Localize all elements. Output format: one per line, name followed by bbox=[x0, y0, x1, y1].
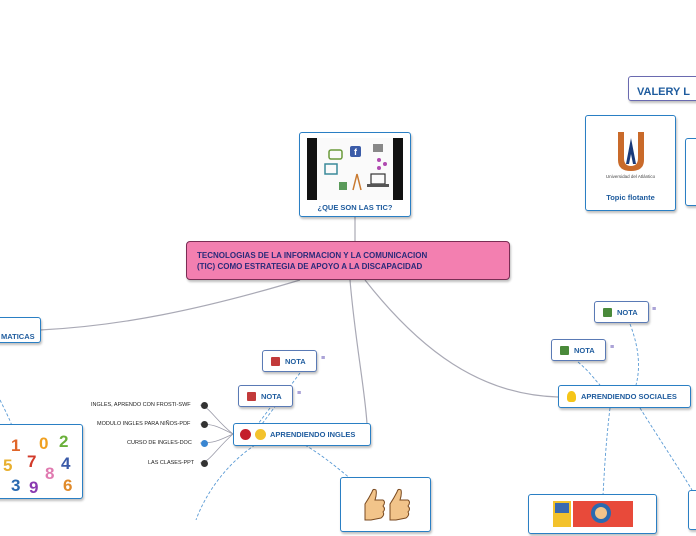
ingles-label: APRENDIENDO INGLES bbox=[270, 430, 356, 439]
central-title-line2: (TIC) COMO ESTRATEGIA DE APOYO A LA DISC… bbox=[197, 262, 423, 271]
university-topic[interactable]: Universidad del Atlántico Topic flotante bbox=[585, 115, 676, 211]
sociales-image bbox=[553, 501, 633, 527]
sociales-nota-1[interactable]: NOTA bbox=[594, 301, 649, 323]
edge-ingles-image bbox=[304, 444, 366, 491]
svg-text:2: 2 bbox=[59, 432, 68, 451]
svg-text:3: 3 bbox=[11, 476, 20, 495]
edge-central-sociales bbox=[364, 279, 559, 398]
ingles-item-1[interactable]: INGLES, APRENDO CON FROSTI-SWF bbox=[91, 402, 191, 408]
svg-text:1: 1 bbox=[11, 436, 20, 455]
ingles-nota-2[interactable]: NOTA bbox=[238, 385, 293, 407]
notes-menu-icon[interactable]: ≡ bbox=[652, 306, 657, 313]
notes-menu-icon[interactable]: ≡ bbox=[610, 344, 615, 351]
edge-sociales-nota2 bbox=[577, 361, 601, 386]
lightbulb-icon bbox=[567, 391, 576, 402]
sociales-image-topic[interactable] bbox=[528, 494, 657, 534]
aprendiendo-sociales-topic[interactable]: APRENDIENDO SOCIALES bbox=[558, 385, 691, 408]
sociales-nota-2-label: NOTA bbox=[574, 345, 595, 355]
university-logo-text: Universidad del Atlántico bbox=[605, 174, 656, 179]
notes-menu-icon[interactable]: ≡ bbox=[297, 390, 302, 397]
ingles-nota-1-label: NOTA bbox=[285, 356, 306, 366]
books-icon bbox=[560, 345, 569, 355]
sociales-nota-1-label: NOTA bbox=[617, 307, 638, 317]
ingles-nota-1[interactable]: NOTA bbox=[262, 350, 317, 372]
edge-ingles-down bbox=[195, 444, 256, 520]
valery-topic[interactable]: VALERY L bbox=[628, 76, 696, 101]
right-bottom-cut-topic[interactable] bbox=[688, 490, 696, 530]
edge-item-1 bbox=[199, 404, 234, 435]
svg-text:0: 0 bbox=[39, 434, 48, 453]
edge-sociales-right bbox=[639, 407, 693, 491]
globe-icon[interactable] bbox=[201, 402, 208, 409]
notes-menu-icon[interactable]: ≡ bbox=[321, 355, 326, 362]
svg-text:7: 7 bbox=[27, 452, 36, 471]
tic-image-topic[interactable]: f ¿QUE SON LAS TIC? bbox=[299, 132, 411, 217]
svg-text:9: 9 bbox=[29, 478, 38, 495]
tic-image: f bbox=[307, 138, 403, 200]
thumbs-up-image-topic[interactable] bbox=[340, 477, 431, 532]
svg-text:6: 6 bbox=[63, 476, 72, 495]
svg-text:8: 8 bbox=[45, 464, 54, 483]
ingles-item-3[interactable]: CURSO DE INGLES-DOC bbox=[127, 440, 192, 446]
flag-icon bbox=[240, 429, 251, 440]
left-branch-label: MATICAS bbox=[1, 332, 35, 341]
globe-icon[interactable] bbox=[201, 440, 208, 447]
university-topic-label: Topic flotante bbox=[606, 193, 655, 202]
edge-sociales-image bbox=[602, 407, 611, 496]
edge-sociales-nota1 bbox=[629, 323, 639, 386]
thumbs-up-image bbox=[364, 488, 410, 521]
edge-central-left bbox=[39, 279, 301, 331]
tic-topic-label: ¿QUE SON LAS TIC? bbox=[317, 203, 393, 212]
book-icon bbox=[247, 391, 256, 401]
edge-ingles-nota2 bbox=[257, 407, 271, 425]
svg-text:5: 5 bbox=[3, 456, 12, 475]
university-logo bbox=[586, 130, 675, 172]
edge-numbers-top bbox=[0, 399, 13, 427]
aprendiendo-ingles-topic[interactable]: APRENDIENDO INGLES bbox=[233, 423, 371, 446]
right-cut-topic[interactable] bbox=[685, 138, 696, 206]
central-title-line1: TECNOLOGIAS DE LA INFORMACION Y LA COMUN… bbox=[197, 251, 428, 260]
book-icon bbox=[271, 356, 280, 366]
edge-item-4 bbox=[199, 433, 234, 464]
sociales-nota-2[interactable]: NOTA bbox=[551, 339, 606, 361]
smiley-icon bbox=[255, 429, 266, 440]
books-icon bbox=[603, 307, 612, 317]
ingles-item-2[interactable]: MODULO INGLES PARA NIÑOS-PDF bbox=[97, 421, 191, 427]
globe-icon[interactable] bbox=[201, 421, 208, 428]
ingles-nota-2-label: NOTA bbox=[261, 391, 282, 401]
svg-text:4: 4 bbox=[61, 454, 71, 473]
ingles-item-4[interactable]: LAS CLASES-PPT bbox=[148, 460, 195, 466]
svg-text:f: f bbox=[354, 147, 358, 157]
edge-central-ingles bbox=[349, 279, 368, 425]
numbers-image: 1 0 2 5 7 4 8 3 9 6 bbox=[3, 432, 72, 497]
sociales-label: APRENDIENDO SOCIALES bbox=[581, 392, 677, 401]
valery-label: VALERY L bbox=[637, 86, 690, 98]
left-branch-topic[interactable]: MATICAS bbox=[0, 317, 41, 343]
central-topic[interactable]: TECNOLOGIAS DE LA INFORMACION Y LA COMUN… bbox=[186, 241, 510, 280]
numbers-image-topic[interactable]: 1 0 2 5 7 4 8 3 9 6 bbox=[0, 424, 83, 499]
globe-icon[interactable] bbox=[201, 460, 208, 467]
